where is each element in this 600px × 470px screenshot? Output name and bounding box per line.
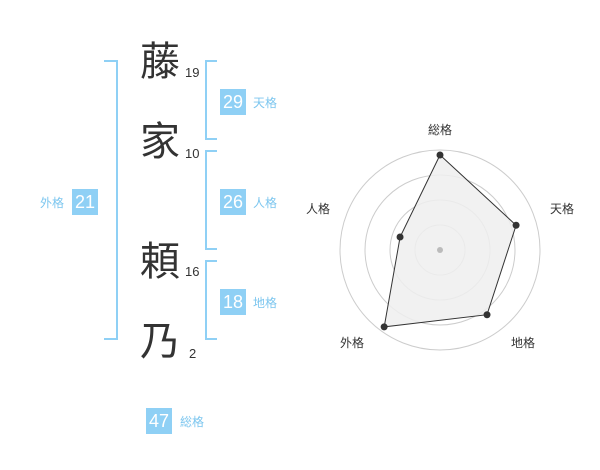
radar-label-bottom-left: 外格 [340,335,364,350]
radar-label-left: 人格 [306,201,330,216]
jinkaku-bracket [205,150,217,250]
gaikaku-label: 外格 [40,196,65,210]
name-char-4: 乃 [140,319,180,365]
stroke-count-4: 2 [189,346,197,361]
chikaku-score: 18 [220,289,246,315]
tenkaku-label: 天格 [253,96,278,110]
jinkaku-score: 26 [220,189,246,215]
radar-point-jinkaku [396,233,404,241]
radar-label-right: 天格 [550,201,574,216]
chikaku-bracket [205,260,217,340]
radar-label-bottom-right: 地格 [511,335,535,350]
tenkaku-score: 29 [220,89,246,115]
name-char-1: 藤 [140,39,180,85]
soukaku-score: 47 [146,408,172,434]
soukaku-label: 総格 [180,415,205,429]
stroke-count-2: 10 [185,146,200,161]
chikaku-label: 地格 [253,296,278,310]
stroke-count-1: 19 [185,65,200,80]
radar-point-chikaku [483,311,491,319]
radar-area [383,154,517,328]
stroke-count-3: 16 [185,264,200,279]
jinkaku-label: 人格 [253,196,278,210]
radar-label-top: 総格 [428,122,452,137]
radar-center-dot [437,247,443,253]
radar-point-soukaku [436,151,444,159]
radar-point-gaikaku [380,323,388,331]
radar-ring [339,149,541,351]
gaikaku-bracket [104,60,118,340]
name-char-3: 頼 [140,239,180,285]
name-char-2: 家 [140,119,180,165]
radar-point-tenkaku [512,221,520,229]
radar-points [380,151,520,331]
gaikaku-score: 21 [72,189,98,215]
tenkaku-bracket [205,60,217,140]
